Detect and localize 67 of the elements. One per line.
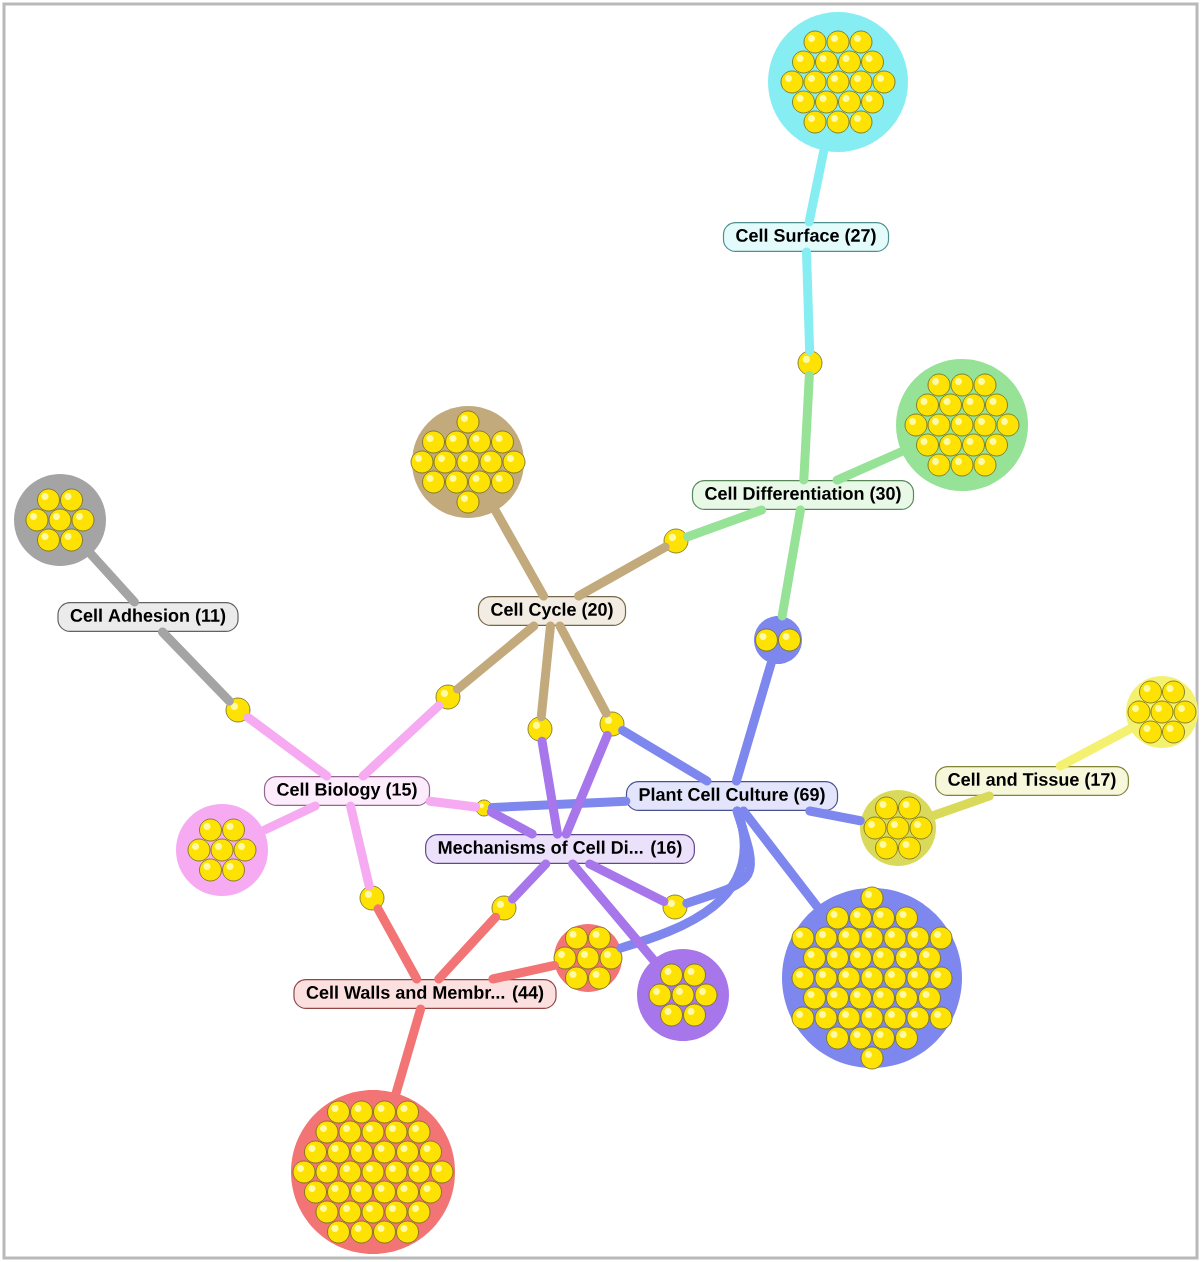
cluster-label: Mechanisms of Cell Di... (16) bbox=[425, 834, 695, 864]
cluster-link bbox=[555, 621, 611, 718]
cluster-label: Plant Cell Culture (69) bbox=[625, 781, 839, 811]
cluster-link bbox=[373, 904, 422, 984]
document-cluster bbox=[176, 804, 268, 896]
cluster-link bbox=[346, 801, 374, 891]
cluster-link bbox=[568, 859, 658, 964]
cluster-link bbox=[358, 700, 444, 781]
cluster-link bbox=[832, 447, 906, 485]
cluster-link bbox=[618, 725, 712, 786]
cluster-link bbox=[158, 627, 234, 706]
document-ball bbox=[662, 894, 688, 920]
cluster-link bbox=[434, 912, 501, 984]
document-cluster bbox=[754, 616, 802, 664]
document-cluster bbox=[860, 790, 936, 866]
document-cluster bbox=[637, 949, 729, 1041]
document-ball bbox=[225, 697, 251, 723]
cluster-label: Cell Differentiation (30) bbox=[691, 480, 915, 510]
document-cluster bbox=[14, 474, 106, 566]
cluster-link bbox=[453, 621, 539, 694]
document-cluster bbox=[410, 406, 526, 518]
cluster-link bbox=[802, 247, 815, 356]
cluster-link bbox=[929, 791, 994, 820]
cluster-label: Cell Adhesion (11) bbox=[57, 602, 239, 632]
cluster-link bbox=[561, 730, 612, 839]
document-cluster bbox=[553, 924, 623, 992]
cluster-label: Cell Walls and Membr... (44) bbox=[293, 979, 557, 1009]
cluster-link bbox=[1055, 724, 1135, 771]
cluster-link bbox=[488, 960, 559, 984]
cluster-link bbox=[683, 505, 767, 542]
cluster-label: Cell Surface (27) bbox=[722, 222, 890, 252]
cluster-link bbox=[425, 796, 481, 812]
cluster-link bbox=[585, 859, 669, 906]
cluster-link bbox=[537, 736, 562, 839]
cluster-link bbox=[804, 146, 829, 227]
cluster-link bbox=[491, 506, 549, 601]
document-cluster bbox=[768, 12, 908, 152]
document-ball bbox=[663, 528, 689, 554]
cluster-link bbox=[391, 1004, 426, 1098]
cluster-link bbox=[259, 801, 320, 835]
cluster-link bbox=[536, 621, 555, 722]
document-ball bbox=[599, 711, 625, 737]
cluster-label: Cell Biology (15) bbox=[263, 775, 431, 807]
cluster-link bbox=[487, 796, 631, 813]
document-ball bbox=[475, 799, 493, 817]
document-ball bbox=[435, 684, 461, 710]
document-cluster bbox=[782, 886, 962, 1070]
cluster-link bbox=[799, 370, 814, 485]
cluster-link bbox=[805, 806, 865, 826]
cluster-link bbox=[616, 806, 749, 953]
cluster-link bbox=[574, 542, 670, 601]
document-cluster bbox=[291, 1090, 455, 1254]
document-cluster bbox=[1126, 676, 1198, 748]
document-ball bbox=[797, 350, 823, 376]
cluster-link bbox=[486, 807, 537, 839]
document-ball bbox=[359, 885, 385, 911]
cluster-link bbox=[243, 712, 332, 781]
cluster-link bbox=[739, 806, 822, 911]
cluster-link bbox=[731, 658, 776, 786]
document-ball bbox=[527, 716, 553, 742]
cluster-link bbox=[682, 806, 755, 908]
cluster-label: Cell Cycle (20) bbox=[477, 596, 627, 626]
cluster-link bbox=[777, 505, 805, 621]
document-ball bbox=[491, 895, 517, 921]
cluster-label: Cell and Tissue (17) bbox=[935, 766, 1129, 796]
cluster-link bbox=[86, 549, 139, 607]
cluster-link bbox=[508, 859, 551, 904]
